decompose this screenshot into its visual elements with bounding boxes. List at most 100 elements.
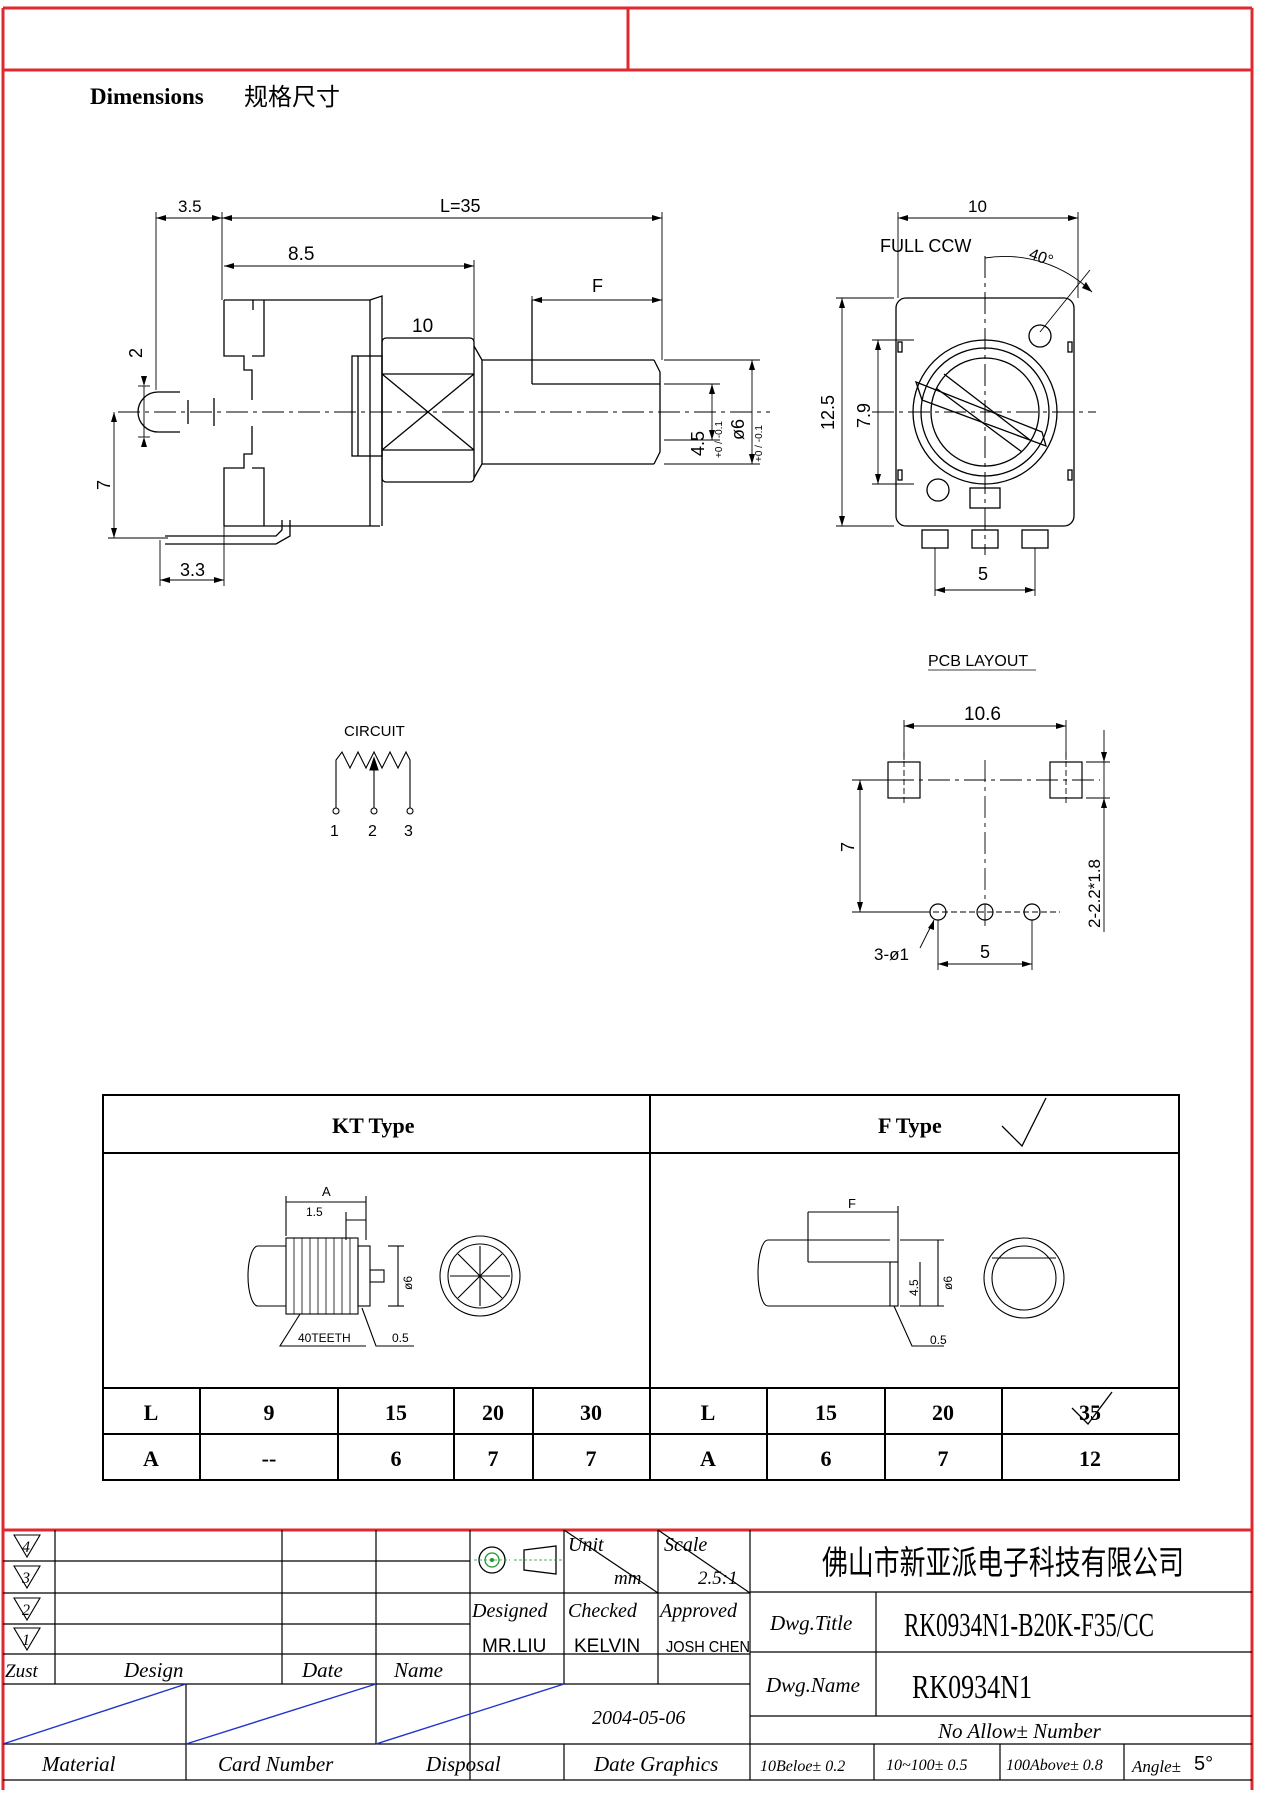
- front-height-label: 12.5: [818, 395, 838, 430]
- pcb-arrows: [857, 723, 1107, 967]
- kt-l-30: 30: [580, 1400, 602, 1425]
- design-label: Design: [123, 1658, 184, 1682]
- kt-a-9: --: [262, 1446, 277, 1471]
- kt-teeth-label: 40TEETH: [298, 1331, 351, 1345]
- scale-label: Scale: [664, 1534, 707, 1556]
- f-a-label: A: [700, 1446, 716, 1471]
- checked-label: Checked: [568, 1600, 638, 1622]
- unit-value: mm: [614, 1568, 641, 1589]
- dim-3-3: 3.3: [180, 560, 205, 580]
- f-type-title: F Type: [878, 1113, 942, 1138]
- dim-4-5: 4.5: [688, 431, 708, 456]
- scale-value: 2.5:1: [698, 1568, 738, 1589]
- side-view-arrows: [111, 215, 755, 583]
- dwg-name-value: RK0934N1: [912, 1669, 1032, 1706]
- kt-l-20: 20: [482, 1400, 504, 1425]
- sheet-frame: [1, 6, 1254, 1790]
- f-l-label: L: [701, 1400, 716, 1425]
- dim-6: ø6: [728, 419, 748, 440]
- rev-3: 3: [21, 1570, 30, 1587]
- card-number-label: Card Number: [218, 1752, 334, 1776]
- dim-4-5-tolerance: +0 / -0.1: [714, 421, 725, 458]
- section-title-cn: 规格尺寸: [244, 83, 340, 111]
- date-graphics-label: Date Graphics: [593, 1752, 718, 1776]
- rev-1: 1: [22, 1632, 30, 1649]
- kt-dim-a: A: [322, 1184, 331, 1199]
- f-a-20: 7: [938, 1446, 949, 1471]
- pcb-width-label: 10.6: [964, 704, 1001, 725]
- check-mark-f-type: [1001, 1097, 1047, 1148]
- company-name: 佛山市新亚派电子科技有限公司: [822, 1543, 1184, 1582]
- kt-type-title: KT Type: [332, 1113, 415, 1138]
- f-a-15: 6: [821, 1446, 832, 1471]
- projection-symbol-icon: [474, 1545, 562, 1575]
- dim-length: L=35: [440, 196, 481, 216]
- type-table: [102, 1094, 1180, 1481]
- dwg-title-label: Dwg.Title: [769, 1611, 852, 1635]
- unit-label: Unit: [568, 1534, 604, 1556]
- designer-name: MR.LIU: [482, 1636, 546, 1657]
- date-label: Date: [301, 1658, 343, 1682]
- tol-above-100: 100Above± 0.8: [1006, 1757, 1103, 1774]
- kt-dim-0-5: 0.5: [392, 1331, 409, 1345]
- angle-tol-value: 5°: [1194, 1753, 1213, 1775]
- dim-8-5: 8.5: [288, 244, 314, 265]
- zust-label: Zust: [5, 1661, 38, 1682]
- material-label: Material: [41, 1752, 116, 1776]
- circuit-diagram: [332, 750, 414, 815]
- no-allow-label: No Allow± Number: [937, 1719, 1102, 1743]
- circuit-pin-2: 2: [368, 823, 377, 840]
- f-type-drawing: [757, 1206, 1065, 1347]
- front-width-label: 10: [968, 197, 987, 216]
- rev-4: 4: [22, 1539, 30, 1556]
- f-dim-f: F: [848, 1196, 856, 1211]
- name-label: Name: [393, 1658, 443, 1682]
- disposal-label: Disposal: [425, 1752, 501, 1776]
- kt-dim-6: ø6: [401, 1276, 415, 1290]
- front-view: [836, 212, 1096, 596]
- approved-label: Approved: [658, 1600, 738, 1622]
- kt-type-drawing: [247, 1196, 521, 1347]
- dwg-name-label: Dwg.Name: [765, 1673, 860, 1697]
- section-title: Dimensions: [90, 84, 204, 109]
- pcb-holes-label: 3-ø1: [874, 945, 909, 964]
- date-value: 2004-05-06: [592, 1707, 685, 1729]
- f-l-15: 15: [815, 1400, 837, 1425]
- revision-triangles: [13, 1534, 41, 1652]
- pcb-layout: [852, 720, 1110, 970]
- kt-l-9: 9: [264, 1400, 275, 1425]
- kt-l-15: 15: [385, 1400, 407, 1425]
- circuit-title: CIRCUIT: [344, 723, 405, 740]
- check-mark-35: [1071, 1391, 1113, 1425]
- kt-a-label: A: [143, 1446, 159, 1471]
- blue-diagonals: [2, 1683, 565, 1745]
- dim-3-5: 3.5: [178, 197, 202, 216]
- tol-below-10: 10Beloe± 0.2: [760, 1758, 845, 1775]
- full-ccw-label: FULL CCW: [880, 236, 971, 256]
- dwg-title-value: RK0934N1-B20K-F35/CC: [904, 1607, 1154, 1644]
- f-l-20: 20: [932, 1400, 954, 1425]
- f-dim-0-5: 0.5: [930, 1333, 947, 1347]
- designed-label: Designed: [471, 1600, 549, 1622]
- pcb-slot-label: 2-2.2*1.8: [1085, 859, 1104, 928]
- approver-name: JOSH CHEN: [666, 1639, 750, 1656]
- side-view: [108, 212, 770, 586]
- tol-10-100: 10~100± 0.5: [886, 1757, 967, 1774]
- title-block-grid: [3, 1529, 1252, 1781]
- dim-7: 7: [94, 480, 114, 490]
- front-view-arrows: [839, 215, 1092, 593]
- kt-a-20: 7: [488, 1446, 499, 1471]
- dim-f: F: [592, 276, 603, 296]
- f-a-35: 12: [1079, 1446, 1101, 1471]
- pcb-layout-title: PCB LAYOUT: [928, 653, 1028, 670]
- angle-tol-label: Angle±: [1131, 1757, 1181, 1776]
- dim-6-tolerance: +0 / -0.1: [754, 425, 765, 462]
- f-dim-4-5: 4.5: [907, 1279, 921, 1296]
- angle-label: 40°: [1027, 246, 1056, 270]
- kt-a-30: 7: [586, 1446, 597, 1471]
- kt-a-15: 6: [391, 1446, 402, 1471]
- front-inner-label: 7.9: [854, 403, 874, 428]
- checker-name: KELVIN: [574, 1636, 640, 1657]
- front-pins-label: 5: [978, 564, 988, 584]
